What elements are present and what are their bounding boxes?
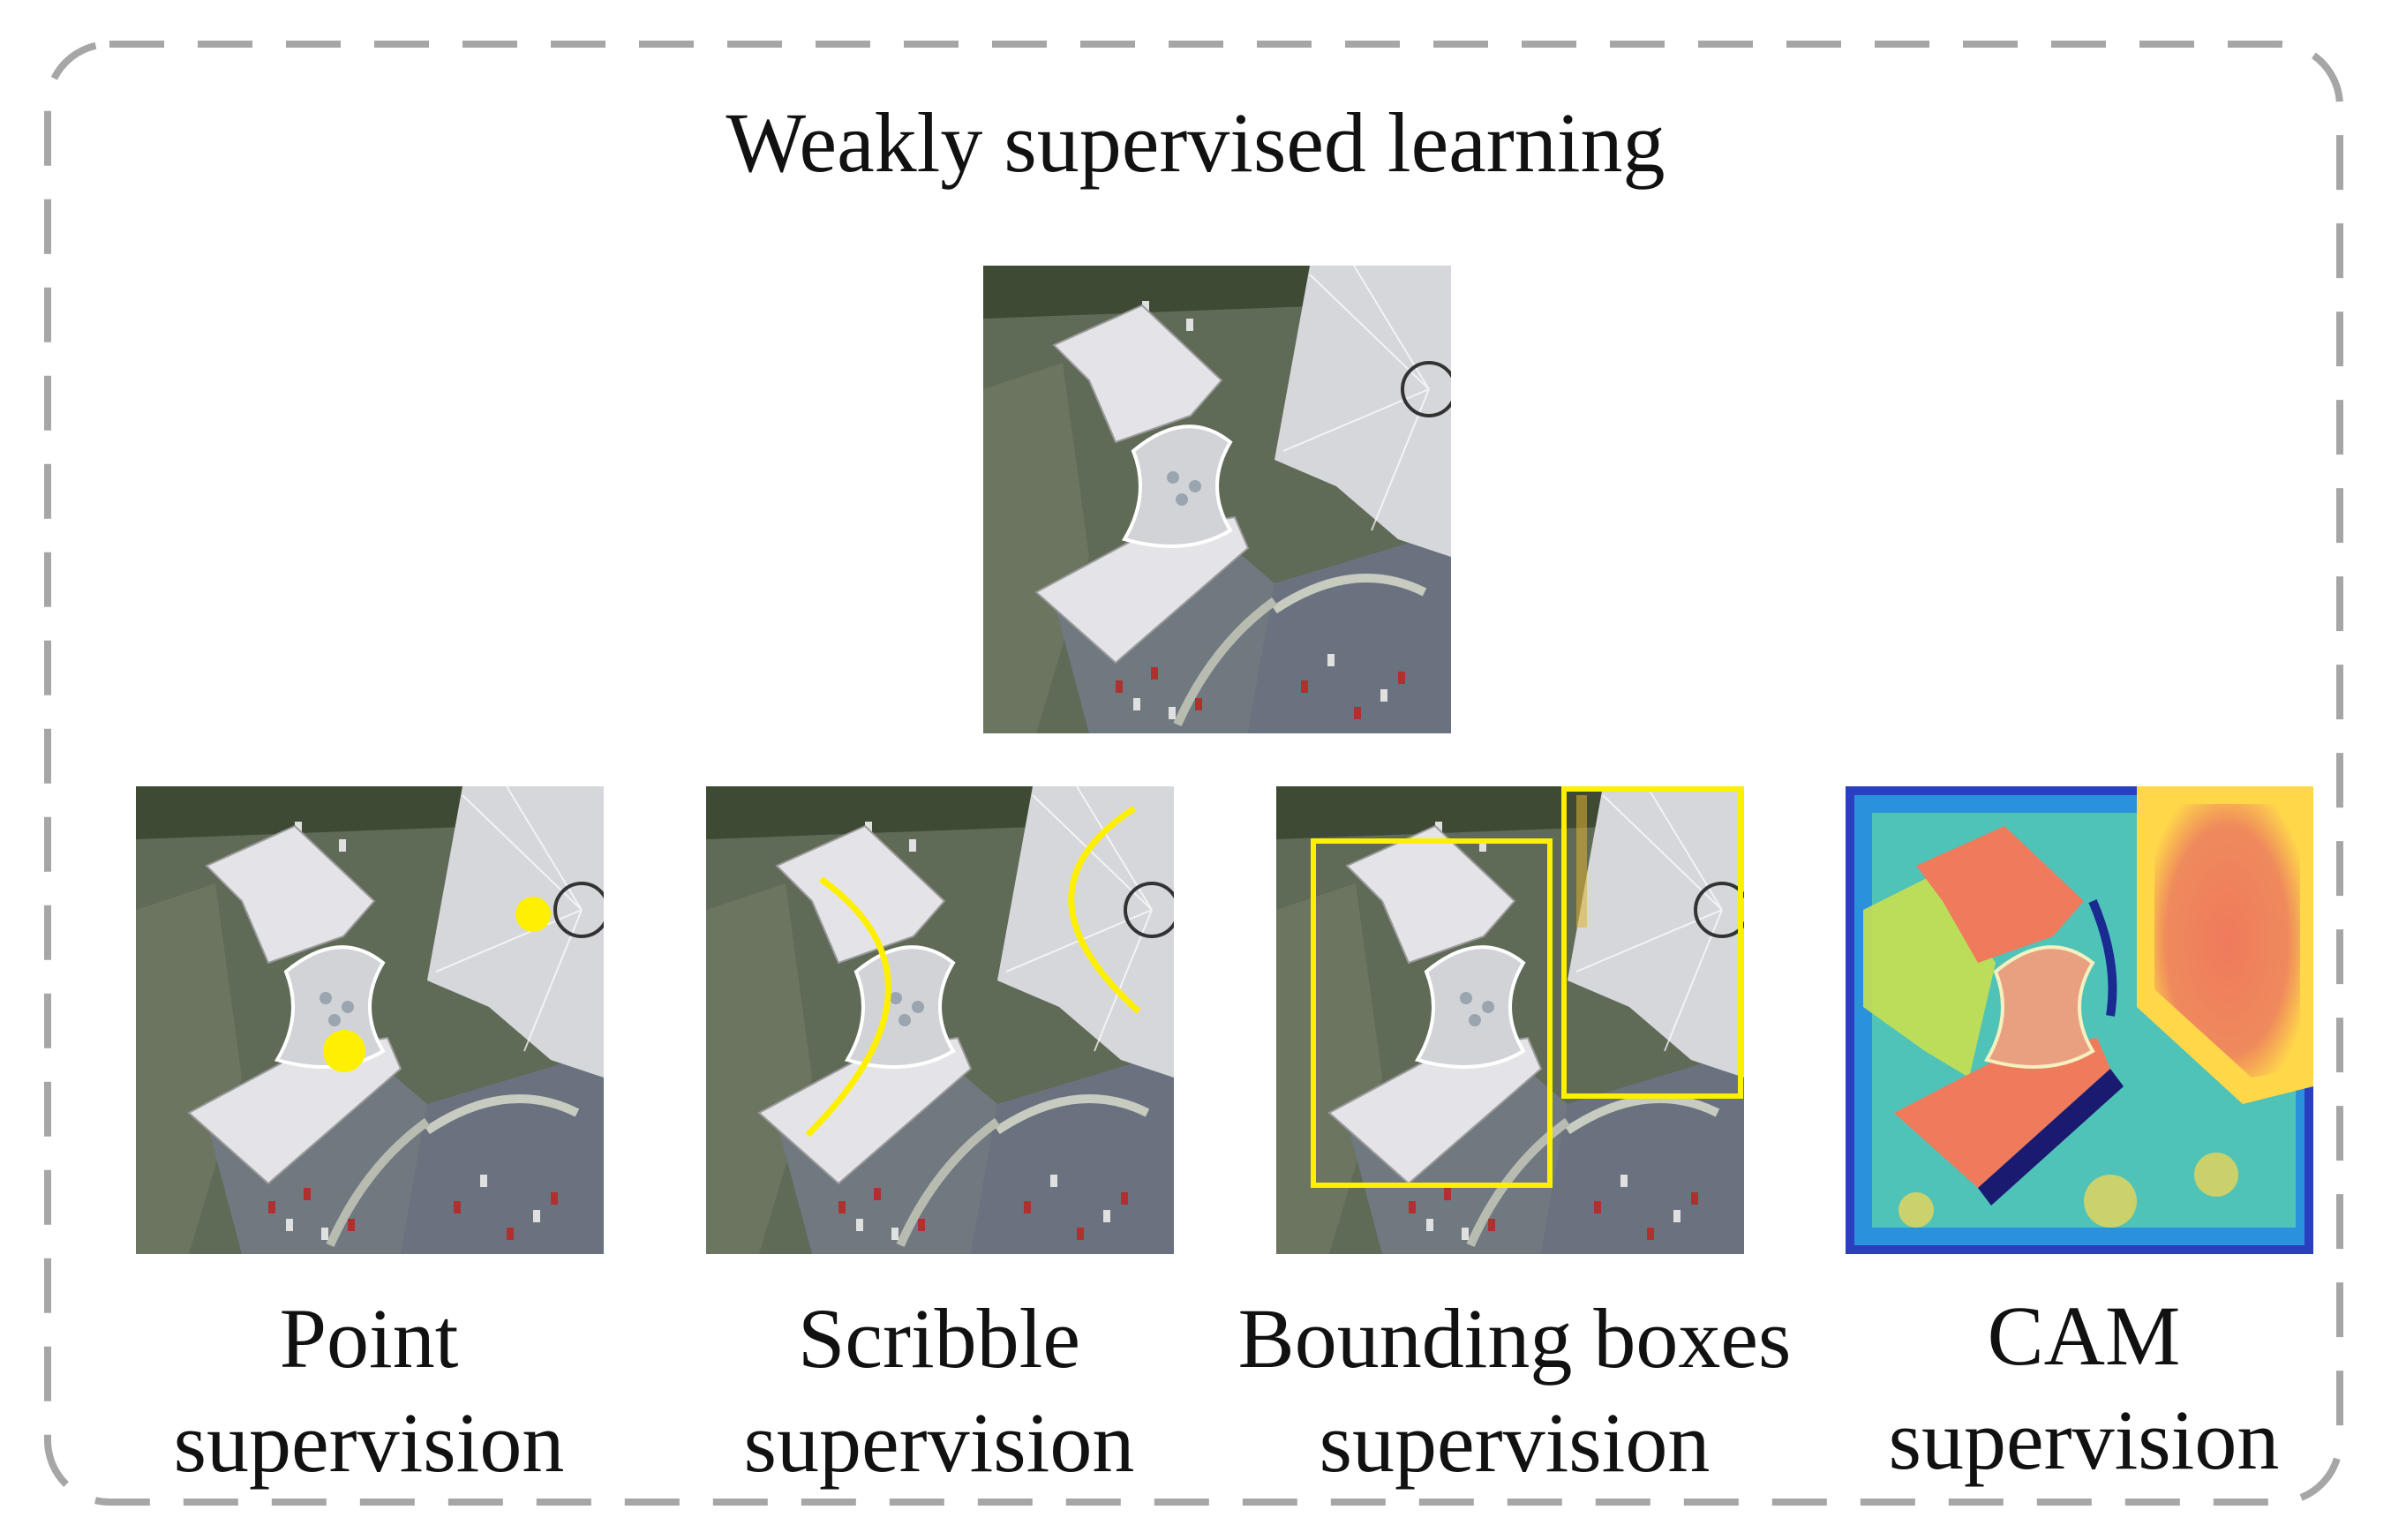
- point-supervision-image: [136, 786, 604, 1254]
- caption-bbox-line1: Bounding boxes: [1237, 1291, 1792, 1386]
- dashed-frame: [44, 41, 2343, 1506]
- caption-scribble: Scribble supervision: [630, 1287, 1248, 1495]
- scribble-marker-icon: [805, 876, 891, 1138]
- caption-point: Point supervision: [60, 1287, 678, 1495]
- caption-cam-line1: CAM: [1987, 1288, 2181, 1383]
- caption-point-line2: supervision: [173, 1395, 565, 1490]
- point-marker-icon: [323, 1030, 365, 1072]
- bounding-box-icon: [1311, 838, 1553, 1188]
- caption-bbox-line2: supervision: [1319, 1395, 1711, 1490]
- caption-point-line1: Point: [279, 1291, 459, 1386]
- cam-supervision-image: [1846, 786, 2313, 1254]
- diagram-title: Weakly supervised learning: [726, 95, 1665, 190]
- caption-bounding-boxes: Bounding boxes supervision: [1179, 1287, 1850, 1495]
- bounding-boxes-supervision-image: [1276, 786, 1744, 1254]
- caption-scribble-line1: Scribble: [798, 1291, 1080, 1386]
- bounding-box-icon: [1561, 786, 1743, 1099]
- caption-cam-line2: supervision: [1888, 1393, 2280, 1487]
- scribble-supervision-image: [706, 786, 1174, 1254]
- point-marker-icon: [515, 897, 551, 932]
- source-aerial-image: [983, 266, 1451, 733]
- caption-scribble-line2: supervision: [743, 1395, 1135, 1490]
- scribble-marker-icon: [1068, 806, 1141, 1014]
- caption-cam: CAM supervision: [1748, 1284, 2391, 1492]
